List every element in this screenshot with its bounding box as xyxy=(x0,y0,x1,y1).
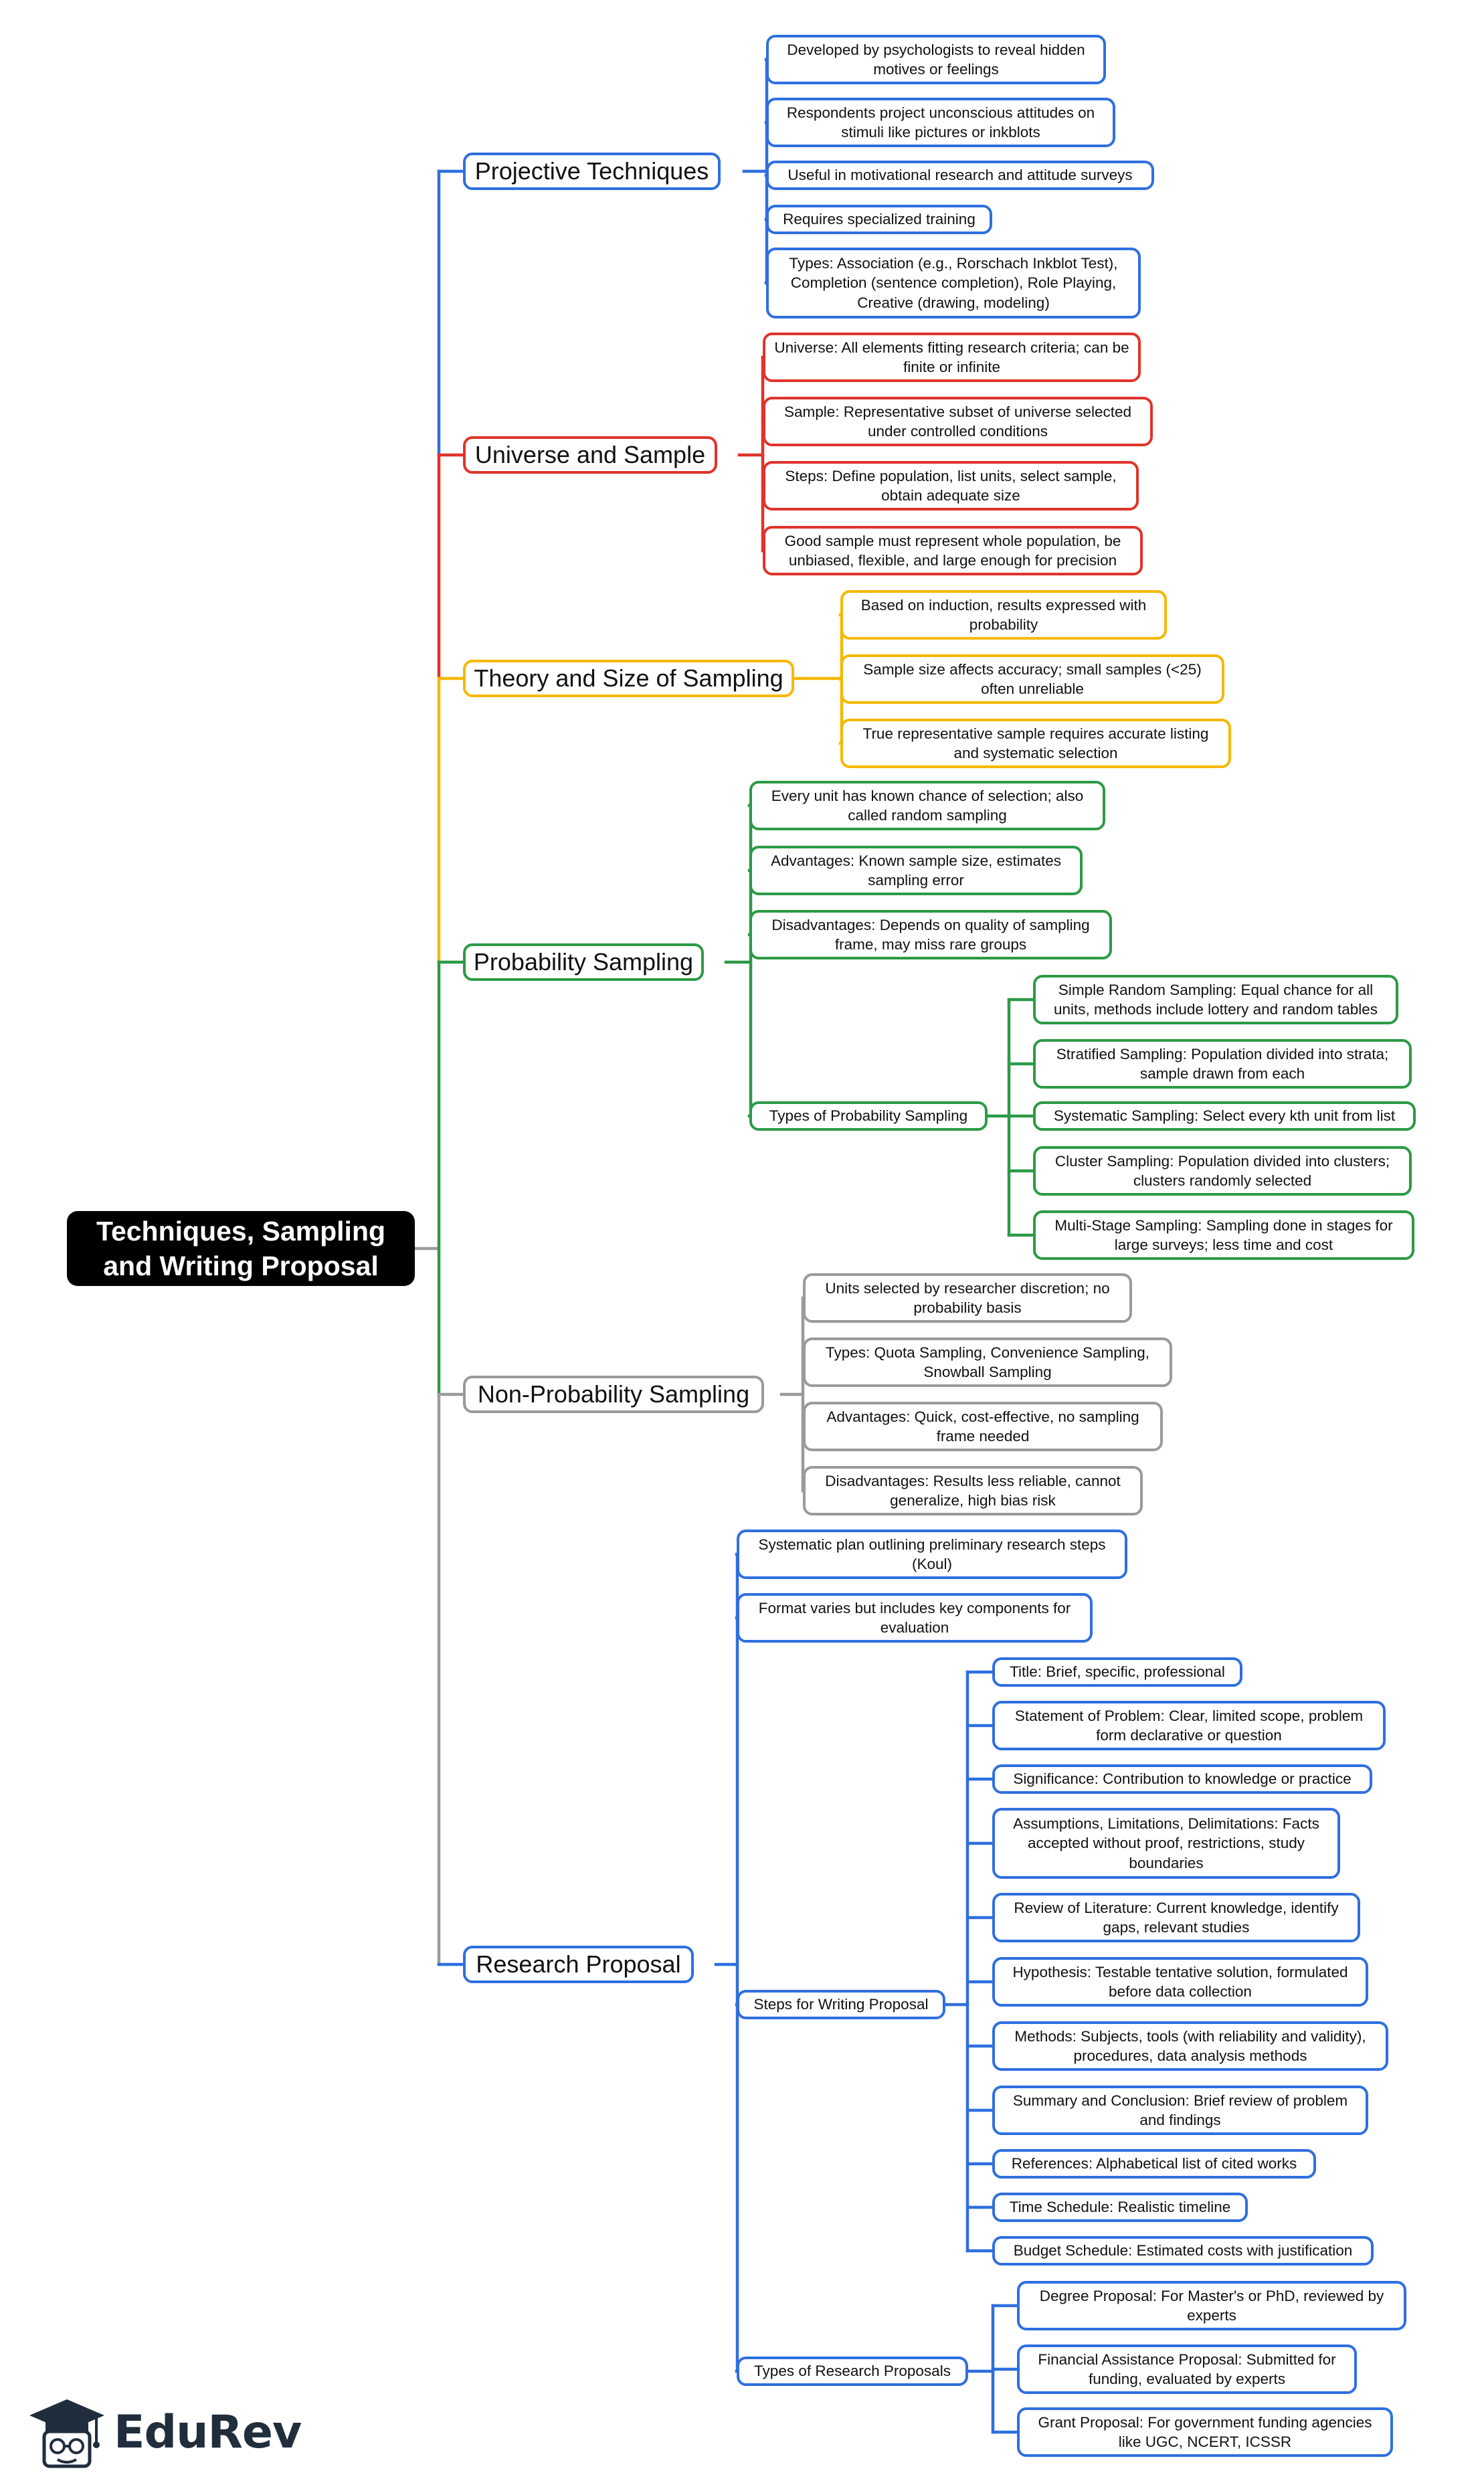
node-based-on-induction-results-expressed: Based on induction, results expressed wi… xyxy=(840,590,1167,640)
branch-research-proposal: Research Proposal xyxy=(463,1946,694,1983)
branch-theory-and-size-of-sampling: Theory and Size of Sampling xyxy=(463,660,794,697)
node-sample-size-affects-accuracy-small-s: Sample size affects accuracy; small samp… xyxy=(840,654,1224,704)
node-types-quota-sampling-convenience-sam: Types: Quota Sampling, Convenience Sampl… xyxy=(803,1337,1172,1387)
node-statement-of-problem-clear-limited-s: Statement of Problem: Clear, limited sco… xyxy=(992,1701,1386,1750)
node-budget-schedule-estimated-costs-with: Budget Schedule: Estimated costs with ju… xyxy=(992,2236,1374,2266)
node-methods-subjects-tools-with-reliabil: Methods: Subjects, tools (with reliabili… xyxy=(992,2021,1388,2071)
node-requires-specialized-training: Requires specialized training xyxy=(766,205,992,234)
node-developed-by-psychologists-to-reveal: Developed by psychologists to reveal hid… xyxy=(766,35,1106,84)
branch-universe-and-sample: Universe and Sample xyxy=(463,436,717,474)
node-every-unit-has-known-chance-of-selec: Every unit has known chance of selection… xyxy=(749,781,1105,830)
node-sample-representative-subset-of-univ: Sample: Representative subset of univers… xyxy=(763,397,1153,446)
edurev-logo: EduRev xyxy=(27,2395,302,2469)
node-types-association-e-g-rorschach-inkb: Types: Association (e.g., Rorschach Inkb… xyxy=(766,248,1141,318)
graduation-cap-icon xyxy=(29,2399,104,2468)
node-steps-define-population-list-units-s: Steps: Define population, list units, se… xyxy=(763,461,1139,511)
logo-text: EduRev xyxy=(114,2405,302,2459)
node-true-representative-sample-requires-: True representative sample requires accu… xyxy=(840,719,1231,768)
node-respondents-project-unconscious-atti: Respondents project unconscious attitude… xyxy=(766,98,1115,147)
node-financial-assistance-proposal-submit: Financial Assistance Proposal: Submitted… xyxy=(1017,2344,1357,2394)
node-useful-in-motivational-research-and-: Useful in motivational research and atti… xyxy=(766,161,1154,190)
node-hypothesis-testable-tentative-soluti: Hypothesis: Testable tentative solution,… xyxy=(992,1957,1368,2007)
node-disadvantages-results-less-reliable-: Disadvantages: Results less reliable, ca… xyxy=(803,1466,1143,1515)
node-references-alphabetical-list-of-cite: References: Alphabetical list of cited w… xyxy=(992,2149,1316,2179)
node-format-varies-but-includes-key-compo: Format varies but includes key component… xyxy=(737,1593,1093,1643)
node-units-selected-by-researcher-discret: Units selected by researcher discretion;… xyxy=(803,1273,1132,1323)
node-systematic-plan-outlining-preliminar: Systematic plan outlining preliminary re… xyxy=(737,1530,1127,1579)
node-simple-random-sampling-equal-chance-: Simple Random Sampling: Equal chance for… xyxy=(1033,975,1398,1024)
node-systematic-sampling-select-every-kth: Systematic Sampling: Select every kth un… xyxy=(1033,1101,1416,1131)
node-types-of-probability-sampling: Types of Probability Sampling xyxy=(749,1101,988,1131)
node-review-of-literature-current-knowled: Review of Literature: Current knowledge,… xyxy=(992,1893,1360,1942)
node-steps-for-writing-proposal: Steps for Writing Proposal xyxy=(737,1990,945,2019)
node-degree-proposal-for-master-s-or-phd-: Degree Proposal: For Master's or PhD, re… xyxy=(1017,2281,1406,2330)
node-cluster-sampling-population-divided-: Cluster Sampling: Population divided int… xyxy=(1033,1146,1412,1196)
branch-non-probability-sampling: Non-Probability Sampling xyxy=(463,1376,764,1413)
node-summary-and-conclusion-brief-review-: Summary and Conclusion: Brief review of … xyxy=(992,2086,1368,2135)
node-multi-stage-sampling-sampling-done-i: Multi-Stage Sampling: Sampling done in s… xyxy=(1033,1210,1414,1260)
branch-projective-techniques: Projective Techniques xyxy=(463,153,721,190)
node-types-of-research-proposals: Types of Research Proposals xyxy=(737,2357,968,2386)
branch-probability-sampling: Probability Sampling xyxy=(463,943,704,981)
node-disadvantages-depends-on-quality-of-: Disadvantages: Depends on quality of sam… xyxy=(749,910,1112,959)
node-advantages-quick-cost-effective-no-s: Advantages: Quick, cost-effective, no sa… xyxy=(803,1402,1163,1451)
node-stratified-sampling-population-divid: Stratified Sampling: Population divided … xyxy=(1033,1039,1412,1089)
node-good-sample-must-represent-whole-pop: Good sample must represent whole populat… xyxy=(763,526,1143,575)
node-assumptions-limitations-delimitation: Assumptions, Limitations, Delimitations:… xyxy=(992,1808,1340,1879)
node-grant-proposal-for-government-fundin: Grant Proposal: For government funding a… xyxy=(1017,2407,1393,2457)
node-significance-contribution-to-knowled: Significance: Contribution to knowledge … xyxy=(992,1764,1372,1794)
node-time-schedule-realistic-timeline: Time Schedule: Realistic timeline xyxy=(992,2193,1248,2222)
node-universe-all-elements-fitting-resear: Universe: All elements fitting research … xyxy=(763,333,1141,382)
node-advantages-known-sample-size-estimat: Advantages: Known sample size, estimates… xyxy=(749,846,1083,895)
root-node: Techniques, Sampling and Writing Proposa… xyxy=(67,1211,415,1286)
node-title-brief-specific-professional: Title: Brief, specific, professional xyxy=(992,1657,1242,1687)
